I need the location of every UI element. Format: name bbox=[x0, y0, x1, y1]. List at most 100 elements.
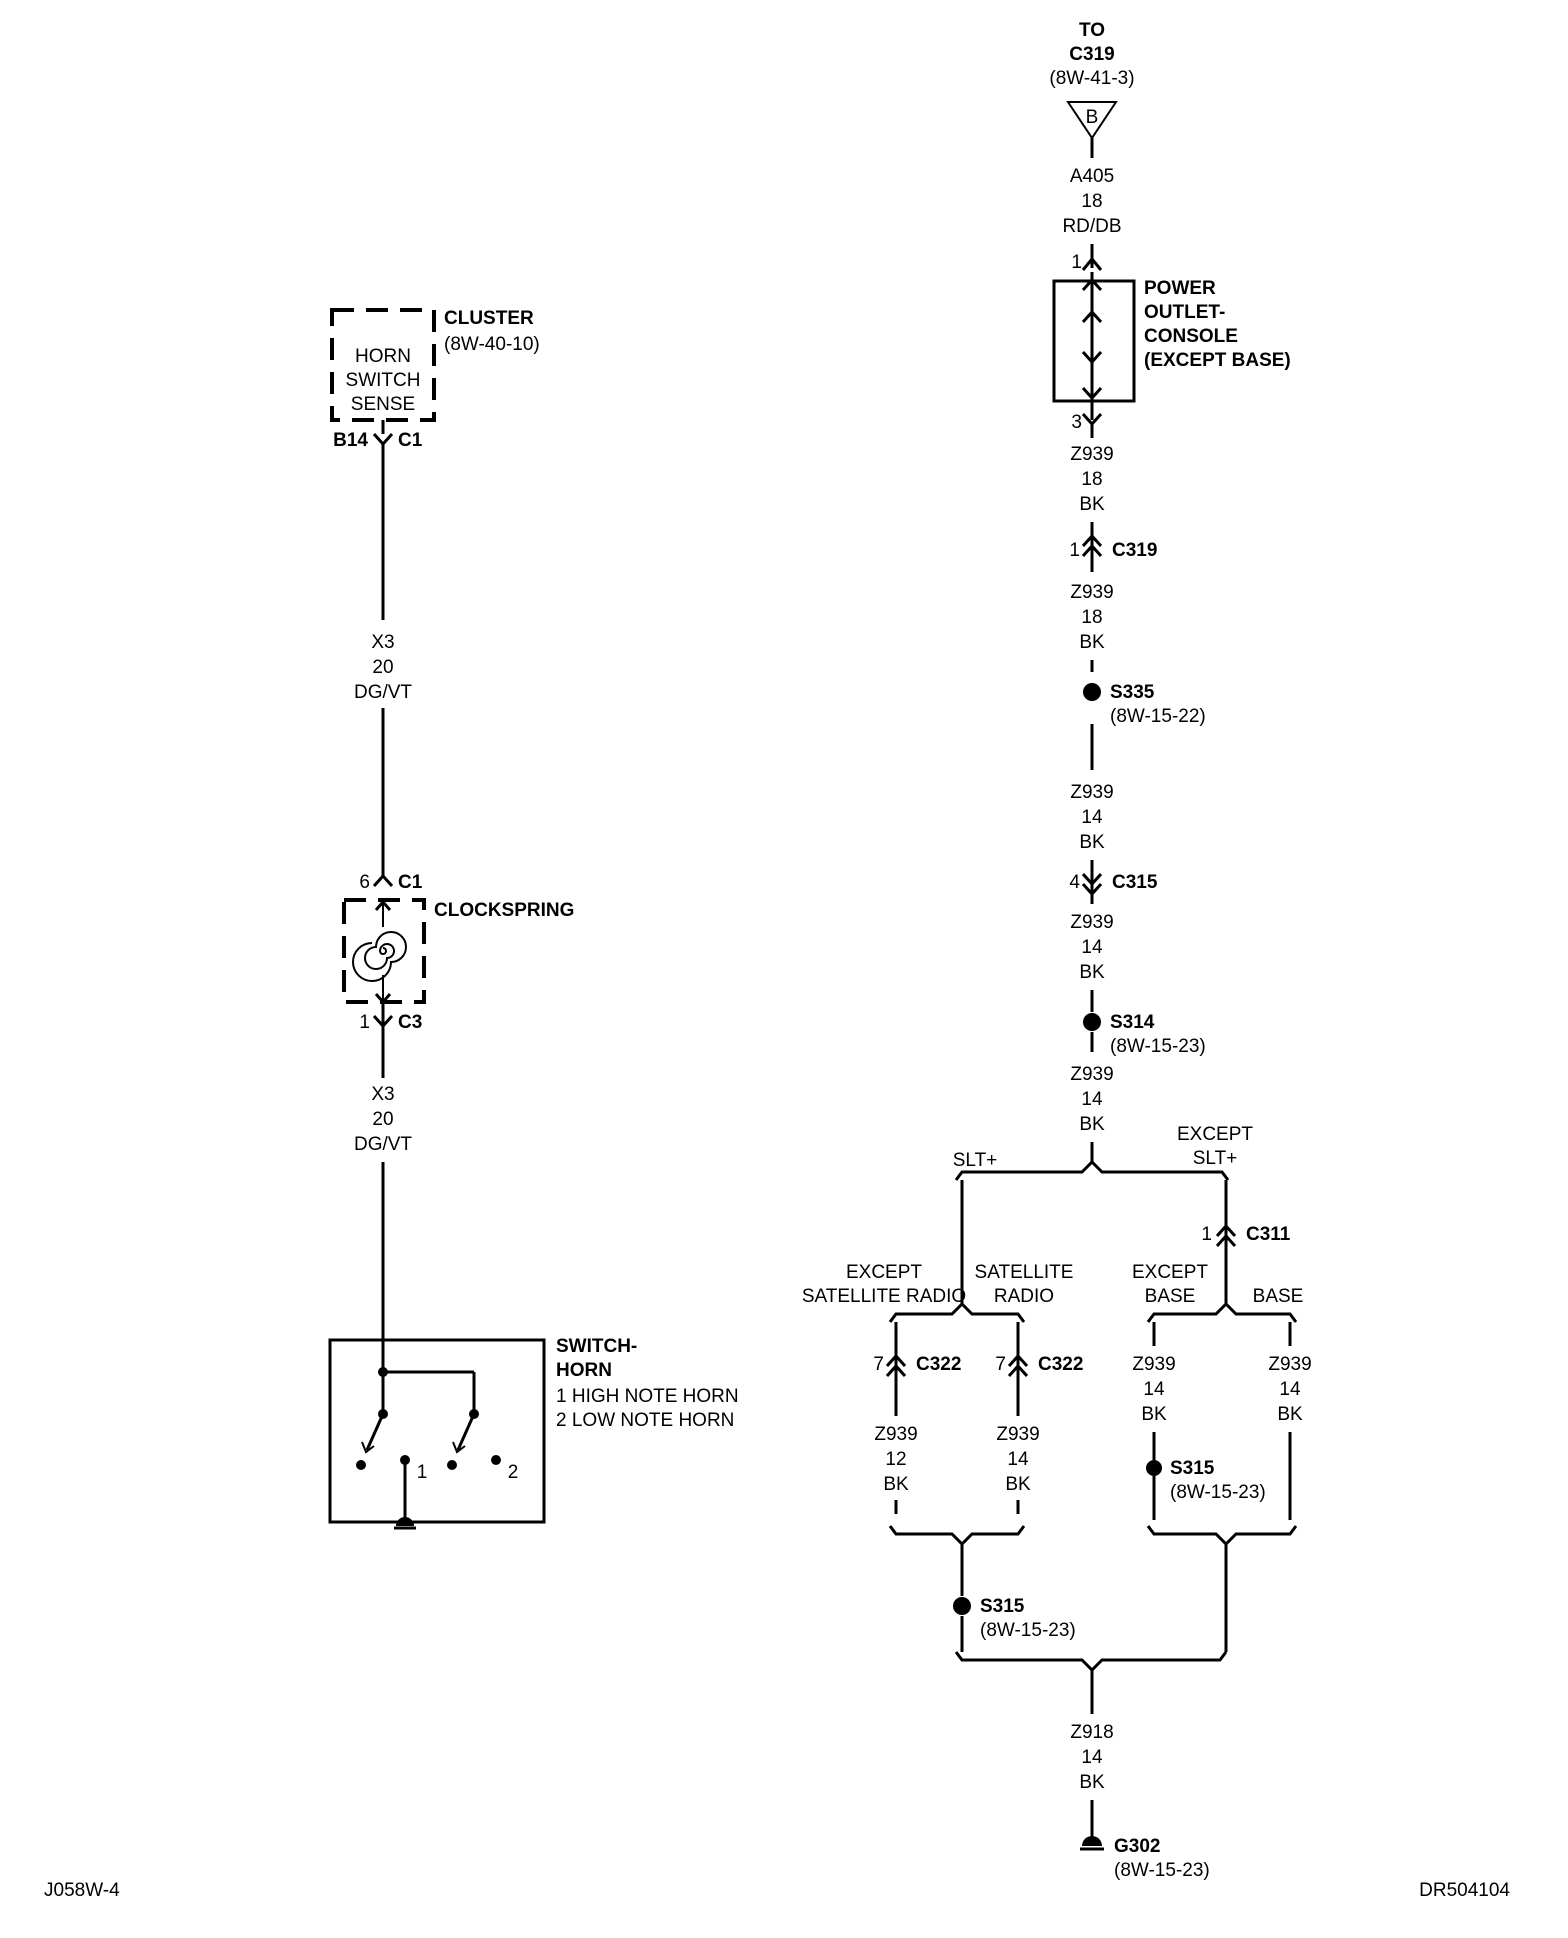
wire-z918-color: BK bbox=[1079, 1772, 1105, 1793]
g302-name: G302 bbox=[1114, 1836, 1160, 1857]
c315-pin: 4 bbox=[1069, 872, 1080, 893]
cluster-ref: (8W-40-10) bbox=[444, 334, 540, 355]
power-outlet-box bbox=[1052, 279, 1136, 403]
branch-except-base-2: BASE bbox=[1145, 1286, 1196, 1307]
branch-except-base-1: EXCEPT bbox=[1132, 1262, 1208, 1283]
clockspring-spiral-icon bbox=[352, 931, 407, 982]
wire-z939-12-circuit: Z939 bbox=[874, 1424, 917, 1445]
clockspring-title: CLOCKSPRING bbox=[434, 900, 574, 921]
wire-z939-14b-gauge: 14 bbox=[1081, 937, 1103, 958]
cluster-box bbox=[330, 308, 436, 422]
switch-contact-2 bbox=[456, 1413, 476, 1451]
wire-z939-12-gauge: 12 bbox=[885, 1449, 906, 1470]
wire-z939-18b-color: BK bbox=[1079, 632, 1105, 653]
cluster-connector: C1 bbox=[398, 430, 423, 451]
s315-right-splice-dot bbox=[1146, 1460, 1162, 1476]
footer-right: DR504104 bbox=[1419, 1880, 1510, 1901]
s315-left-name: S315 bbox=[980, 1596, 1025, 1617]
switch-contact-1-label: 1 bbox=[417, 1462, 428, 1483]
wire-z939-14b-color: BK bbox=[1079, 962, 1105, 983]
top-ref-label: (8W-41-3) bbox=[1049, 68, 1134, 89]
cluster-pin: B14 bbox=[333, 430, 368, 451]
branch-base: BASE bbox=[1253, 1286, 1304, 1307]
c322-right-pin: 7 bbox=[995, 1354, 1006, 1375]
s314-splice-dot bbox=[1083, 1013, 1101, 1031]
wire-z939-14f-color: BK bbox=[1277, 1404, 1303, 1425]
g302-ref: (8W-15-23) bbox=[1114, 1860, 1210, 1881]
wire-z939-18b-circuit: Z939 bbox=[1070, 582, 1113, 603]
outlet-pin-out: 3 bbox=[1071, 412, 1082, 433]
s315-right-name: S315 bbox=[1170, 1458, 1215, 1479]
wire-a405-gauge: 18 bbox=[1081, 191, 1102, 212]
c315-connector-symbol bbox=[1081, 872, 1103, 887]
pin-1-symbol bbox=[1081, 256, 1103, 271]
c322-left-name: C322 bbox=[916, 1354, 961, 1375]
ground-g302-symbol bbox=[1082, 1836, 1102, 1846]
wire-z939-14b-circuit: Z939 bbox=[1070, 912, 1113, 933]
wire-z939-14d-gauge: 14 bbox=[1007, 1449, 1029, 1470]
branch-except-sat-2: SATELLITE RADIO bbox=[802, 1286, 966, 1307]
clockspring-pin-top: 6 bbox=[359, 872, 370, 893]
top-marker-label: B bbox=[1086, 107, 1099, 128]
outlet-title-4: (EXCEPT BASE) bbox=[1144, 350, 1291, 371]
s335-name: S335 bbox=[1110, 682, 1155, 703]
branch-slt-right-2: SLT+ bbox=[1193, 1148, 1238, 1169]
wire-a405-color: RD/DB bbox=[1062, 216, 1121, 237]
s335-splice-dot bbox=[1083, 683, 1101, 701]
wire-z939-14c-color: BK bbox=[1079, 1114, 1105, 1135]
wire-x3-a-circuit: X3 bbox=[371, 632, 394, 653]
wire-z939-14e-gauge: 14 bbox=[1143, 1379, 1165, 1400]
wire-x3-b-color: DG/VT bbox=[354, 1134, 412, 1155]
wire-x3-a-gauge: 20 bbox=[372, 657, 393, 678]
wire-x3-b-gauge: 20 bbox=[372, 1109, 393, 1130]
c319-connector-symbol bbox=[1081, 533, 1103, 548]
switch-horn-line-2: 2 LOW NOTE HORN bbox=[556, 1410, 734, 1431]
wire-z939-14a-color: BK bbox=[1079, 832, 1105, 853]
wire-z939-14c-gauge: 14 bbox=[1081, 1089, 1103, 1110]
wire-z939-14f-circuit: Z939 bbox=[1268, 1354, 1311, 1375]
wire-a405-circuit: A405 bbox=[1070, 166, 1114, 187]
cluster-inner-1: HORN bbox=[355, 346, 411, 367]
c315-name: C315 bbox=[1112, 872, 1158, 893]
wire-z939-14d-circuit: Z939 bbox=[996, 1424, 1039, 1445]
cluster-pin-symbol bbox=[372, 432, 394, 447]
branch-slt-right-1: EXCEPT bbox=[1177, 1124, 1253, 1145]
c311-pin: 1 bbox=[1201, 1224, 1212, 1245]
branch-slt-left: SLT+ bbox=[953, 1150, 998, 1171]
c322-left-pin: 7 bbox=[873, 1354, 884, 1375]
c319-name: C319 bbox=[1112, 540, 1157, 561]
wire-z939-14e-color: BK bbox=[1141, 1404, 1167, 1425]
merge-base-bracket bbox=[1146, 1525, 1298, 1547]
clockspring-conn-bottom: C3 bbox=[398, 1012, 422, 1033]
wire-z918-gauge: 14 bbox=[1081, 1747, 1103, 1768]
s314-name: S314 bbox=[1110, 1012, 1155, 1033]
wire-z939-14a-circuit: Z939 bbox=[1070, 782, 1113, 803]
clockspring-conn-top: C1 bbox=[398, 872, 423, 893]
s314-ref: (8W-15-23) bbox=[1110, 1036, 1206, 1057]
branch-sat-2: RADIO bbox=[994, 1286, 1054, 1307]
cluster-inner-2: SWITCH bbox=[346, 370, 421, 391]
wire-z939-18a-circuit: Z939 bbox=[1070, 444, 1113, 465]
switch-horn-line-1: 1 HIGH NOTE HORN bbox=[556, 1386, 739, 1407]
s335-ref: (8W-15-22) bbox=[1110, 706, 1206, 727]
wire-z939-14e-circuit: Z939 bbox=[1132, 1354, 1175, 1375]
merge-main-bracket bbox=[954, 1651, 1228, 1673]
wire-z939-14a-gauge: 14 bbox=[1081, 807, 1103, 828]
top-to-label: TO bbox=[1079, 20, 1105, 41]
wire-z918-circuit: Z918 bbox=[1070, 1722, 1113, 1743]
top-connector-label: C319 bbox=[1069, 44, 1114, 65]
s315-left-splice-dot bbox=[953, 1597, 971, 1615]
clockspring-pin-bottom: 1 bbox=[359, 1012, 370, 1033]
wire-z939-18b-gauge: 18 bbox=[1081, 607, 1102, 628]
outlet-pin-in: 1 bbox=[1071, 252, 1082, 273]
outlet-title-3: CONSOLE bbox=[1144, 326, 1238, 347]
s315-right-ref: (8W-15-23) bbox=[1170, 1482, 1266, 1503]
c322-left-connector-symbol bbox=[885, 1353, 907, 1368]
outlet-title-2: OUTLET- bbox=[1144, 302, 1225, 323]
wire-z939-12-color: BK bbox=[883, 1474, 909, 1495]
merge-radio-bracket bbox=[888, 1525, 1026, 1547]
c311-name: C311 bbox=[1246, 1224, 1291, 1245]
wire-z939-18a-gauge: 18 bbox=[1081, 469, 1102, 490]
switch-horn-box bbox=[328, 1338, 546, 1524]
